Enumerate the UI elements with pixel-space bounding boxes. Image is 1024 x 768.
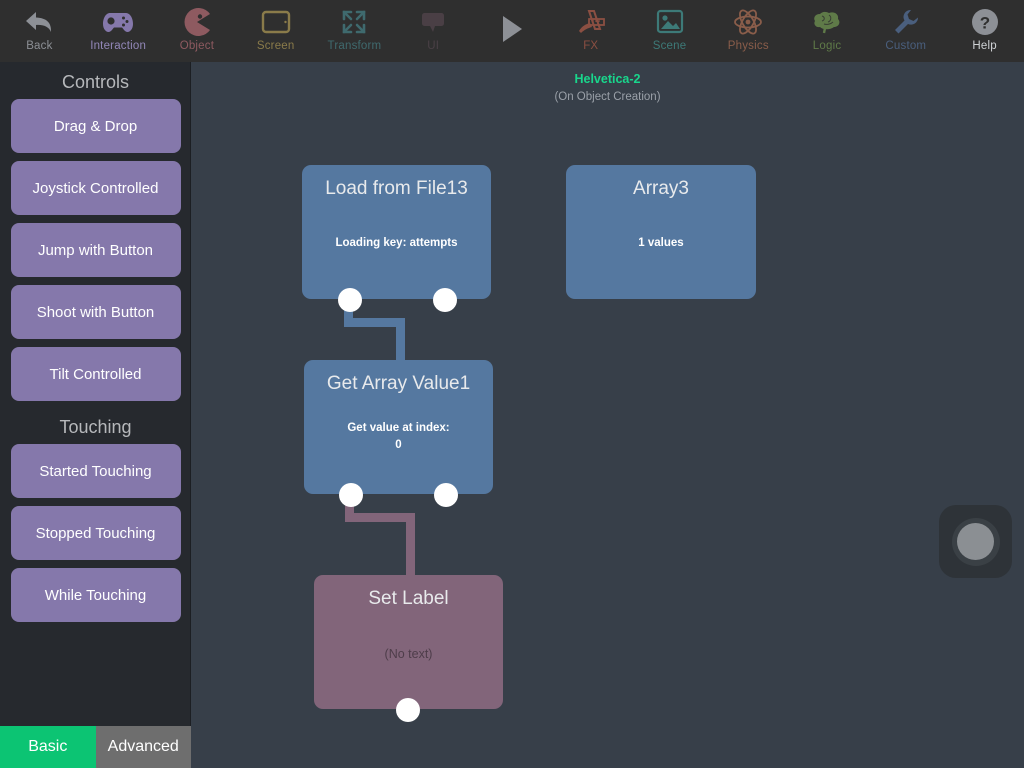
toolbar-label-help: Help — [972, 40, 997, 52]
toolbar-item-help[interactable]: ? Help — [945, 0, 1024, 62]
tab-advanced-label: Advanced — [107, 738, 179, 755]
node-load-from-file[interactable]: Load from File13 Loading key: attempts — [302, 165, 491, 299]
node-title: Load from File13 — [325, 178, 468, 199]
toolbar-label-back: Back — [26, 40, 53, 52]
tab-advanced[interactable]: Advanced — [95, 726, 191, 768]
wrench-icon — [892, 5, 920, 39]
toolbar-label-scene: Scene — [652, 40, 687, 52]
toolbar-label-fx: FX — [583, 40, 599, 52]
toolbar-label-transform: Transform — [327, 40, 382, 52]
toolbar-label-custom: Custom — [885, 40, 927, 52]
toolbar-label-ui: UI — [427, 40, 440, 52]
sidebar-item-label: Joystick Controlled — [32, 179, 159, 197]
wire-getarray-to-setlabel-seg1 — [345, 493, 354, 521]
node-body: Get value at index: 0 — [347, 422, 450, 451]
sidebar-item-label: Jump with Button — [37, 241, 154, 259]
sidebar-item-while-touching[interactable]: While Touching — [10, 568, 181, 622]
toolbar-item-custom[interactable]: Custom — [866, 0, 945, 62]
question-circle-icon: ? — [970, 5, 1000, 39]
sidebar-item-label: Started Touching — [39, 462, 152, 480]
node-connector-dot-getarray-left[interactable] — [339, 483, 363, 507]
speech-bubble-icon — [420, 5, 446, 39]
node-connector-dot-setlabel[interactable] — [396, 698, 420, 722]
node-title: Get Array Value1 — [326, 373, 471, 394]
sidebar-section-title-controls: Controls — [61, 72, 130, 92]
tab-basic[interactable]: Basic — [0, 726, 96, 768]
toolbar-label-screen: Screen — [256, 40, 295, 52]
sidebar-item-label: Tilt Controlled — [49, 365, 142, 383]
sidebar-item-started-touching[interactable]: Started Touching — [10, 444, 181, 498]
wire-load-to-getarray-seg1 — [344, 298, 353, 326]
sidebar-item-drag-and-drop[interactable]: Drag & Drop — [10, 99, 181, 153]
sidebar-item-label: Stopped Touching — [35, 524, 156, 542]
sidebar-tab-bar: Basic Advanced — [0, 726, 191, 768]
node-body: (No text) — [384, 647, 433, 661]
tablet-icon — [261, 5, 291, 39]
paintbrush-ruler-icon — [576, 5, 606, 39]
node-connector-dot-load-left[interactable] — [338, 288, 362, 312]
toolbar-item-transform[interactable]: Transform — [315, 0, 394, 62]
toolbar-label-object: Object — [179, 40, 215, 52]
wire-getarray-to-setlabel-seg2 — [345, 513, 415, 522]
node-body: Loading key: attempts — [335, 237, 458, 249]
tab-basic-label: Basic — [28, 738, 68, 755]
gamepad-icon — [102, 5, 134, 39]
node-connector-dot-getarray-right[interactable] — [434, 483, 458, 507]
wire-getarray-to-setlabel-seg3 — [406, 513, 415, 575]
toolbar-item-fx[interactable]: FX — [551, 0, 630, 62]
toolbar-label-physics: Physics — [727, 40, 769, 52]
toolbar-item-back[interactable]: Back — [0, 0, 79, 62]
wire-load-to-getarray-seg3 — [396, 318, 405, 366]
toolbar-item-logic[interactable]: Logic — [788, 0, 867, 62]
node-set-label[interactable]: Set Label (No text) — [314, 575, 503, 709]
toolbar-item-scene[interactable]: Scene — [630, 0, 709, 62]
back-arrow-icon — [24, 5, 54, 39]
sidebar-divider — [190, 62, 191, 768]
toolbar-item-screen[interactable]: Screen — [236, 0, 315, 62]
brain-icon — [812, 5, 842, 39]
sidebar-item-stopped-touching[interactable]: Stopped Touching — [10, 506, 181, 560]
sidebar-item-tilt-controlled[interactable]: Tilt Controlled — [10, 347, 181, 401]
sidebar-item-label: Shoot with Button — [36, 303, 155, 321]
sidebar-section-title-touching: Touching — [59, 417, 132, 437]
node-body: 1 values — [638, 237, 684, 249]
svg-text:?: ? — [979, 14, 989, 33]
left-sidebar: Controls Drag & Drop Joystick Controlled… — [0, 62, 191, 768]
toolbar-label-interaction: Interaction — [90, 40, 147, 52]
toolbar-item-physics[interactable]: Physics — [709, 0, 788, 62]
record-circle-inner — [957, 523, 994, 560]
toolbar-label-logic: Logic — [812, 40, 842, 52]
sidebar-item-joystick-controlled[interactable]: Joystick Controlled — [10, 161, 181, 215]
wire-load-to-getarray-seg2 — [344, 318, 404, 327]
sidebar-item-label: Drag & Drop — [53, 117, 138, 135]
node-canvas[interactable]: Helvetica-2 (On Object Creation) Load fr… — [191, 62, 1024, 768]
play-icon — [499, 14, 525, 49]
node-title: Array3 — [633, 178, 689, 199]
toolbar-item-ui[interactable]: UI — [394, 0, 473, 62]
record-circle-icon — [951, 517, 1000, 566]
node-get-array-value[interactable]: Get Array Value1 Get value at index: 0 — [304, 360, 493, 494]
sidebar-item-shoot-with-button[interactable]: Shoot with Button — [10, 285, 181, 339]
sidebar-item-jump-with-button[interactable]: Jump with Button — [10, 223, 181, 277]
play-button[interactable] — [473, 0, 552, 62]
sidebar-item-label: While Touching — [44, 586, 147, 604]
canvas-title: Helvetica-2 — [574, 72, 641, 86]
pacman-icon — [183, 5, 211, 39]
expand-arrows-icon — [341, 5, 367, 39]
toolbar-item-object[interactable]: Object — [158, 0, 237, 62]
photo-icon — [656, 5, 684, 39]
atom-icon — [733, 5, 763, 39]
node-connector-dot-load-right[interactable] — [433, 288, 457, 312]
canvas-subtitle: (On Object Creation) — [554, 90, 661, 103]
toolbar-item-interaction[interactable]: Interaction — [79, 0, 158, 62]
sidebar-scroll-area[interactable]: Controls Drag & Drop Joystick Controlled… — [0, 62, 191, 622]
record-button[interactable] — [939, 505, 1012, 578]
node-title: Set Label — [368, 588, 449, 609]
top-toolbar: Back Interaction Object — [0, 0, 1024, 62]
canvas-header: Helvetica-2 (On Object Creation) — [191, 72, 1024, 104]
node-array[interactable]: Array3 1 values — [566, 165, 756, 299]
